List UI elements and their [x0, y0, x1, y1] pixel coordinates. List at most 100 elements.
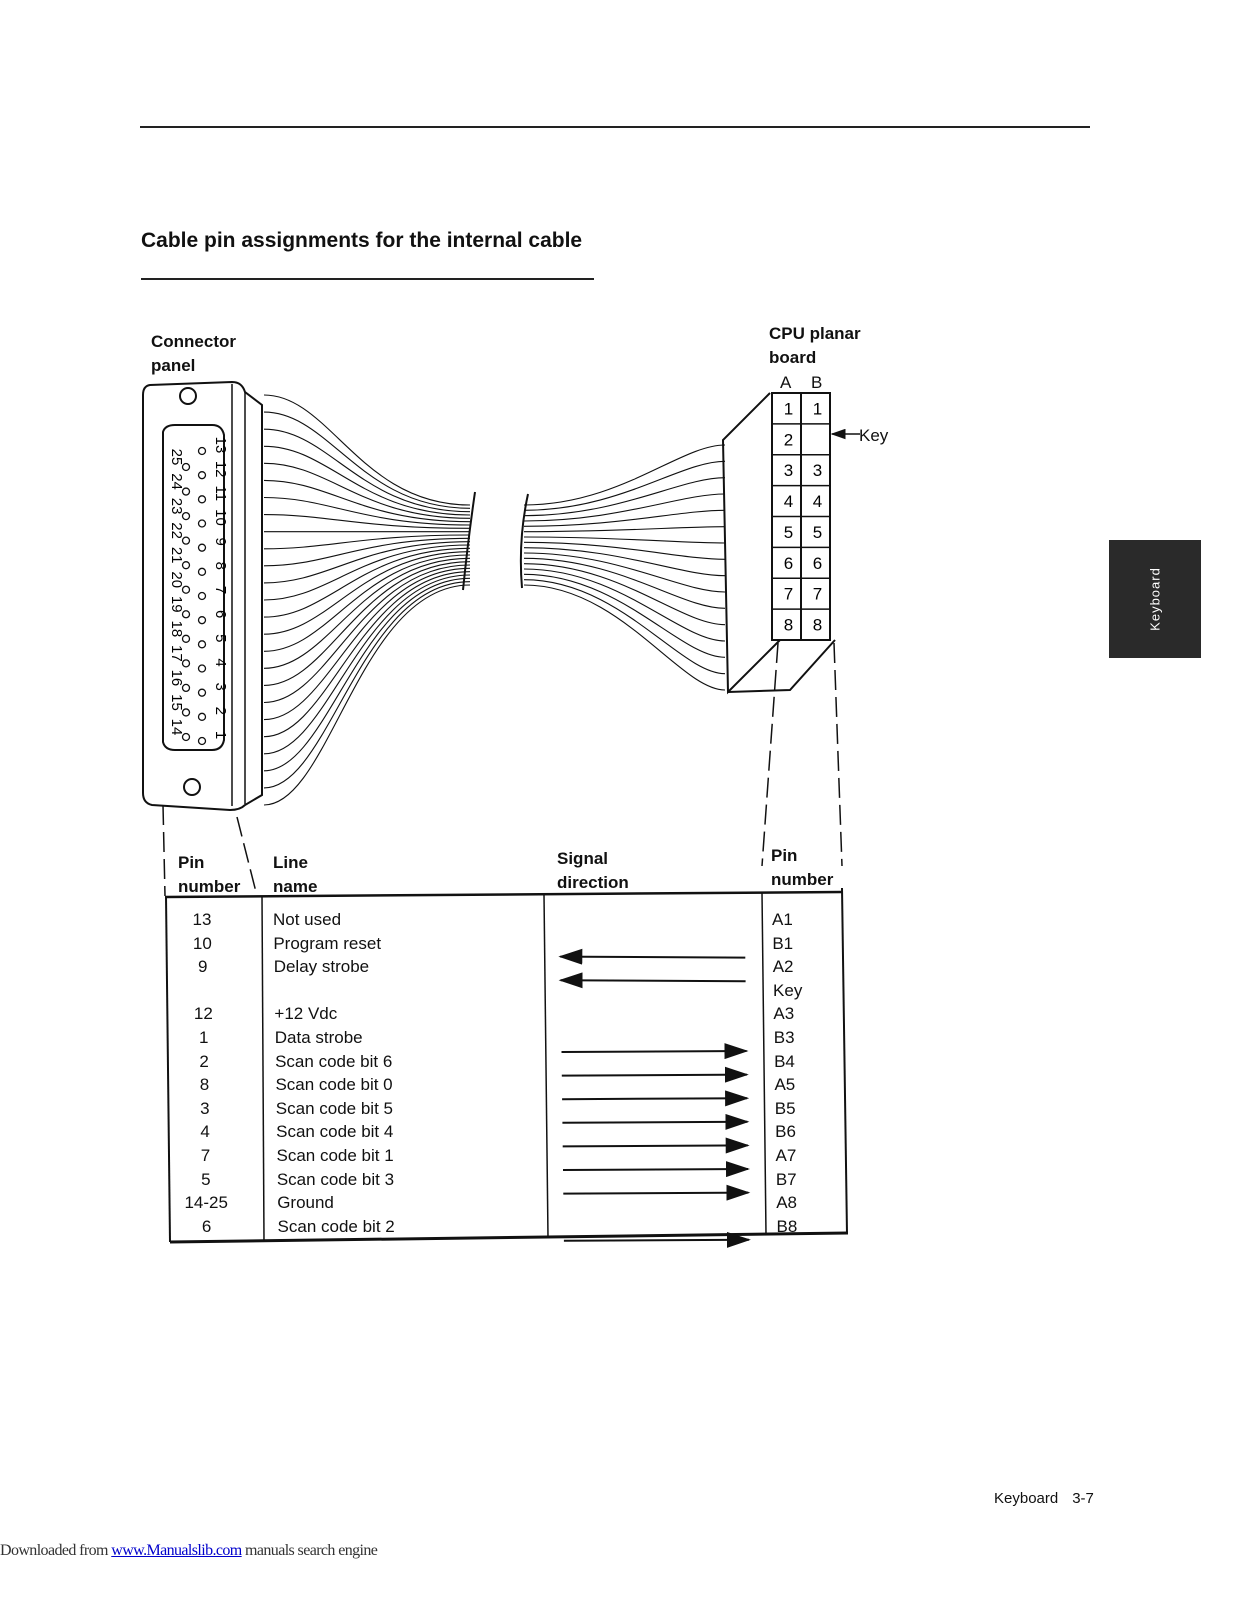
cpu-pin-label: 6 [784, 554, 793, 573]
row-pin-number: 2 [199, 1051, 209, 1071]
row-line-name: Scan code bit 6 [275, 1051, 393, 1071]
row-line-name [274, 979, 534, 1003]
cable-wire [263, 581, 471, 789]
row-line-name: +12 Vdc [274, 1004, 338, 1024]
dsub-pin-label: 8 [212, 562, 229, 570]
row-pin-number: 14-25 [184, 1193, 228, 1213]
dsub-pin-hole [197, 567, 207, 576]
dsub-pin-hole [197, 471, 207, 480]
dsub-pin-hole [181, 708, 191, 717]
cable-wire [523, 493, 726, 522]
cpu-pin-label: 8 [813, 616, 822, 635]
row-pin-number: 8 [199, 1075, 210, 1095]
cable-wire [523, 477, 726, 517]
dsub-pin-label: 12 [212, 461, 229, 478]
dsub-pin-label: 5 [212, 634, 229, 642]
manualslib-link[interactable]: www.Manualslib.com [111, 1542, 242, 1559]
row-line-name: Scan code bit 3 [276, 1169, 395, 1189]
cable-wire [523, 563, 726, 626]
mounting-hole-top [179, 387, 197, 405]
dsub-pin-label: 6 [212, 610, 229, 618]
footer-section: Keyboard [994, 1490, 1059, 1507]
cpu-pin-label: 3 [784, 461, 793, 480]
dsub-pin-label: 11 [212, 486, 229, 502]
dsub-pin-label: 10 [212, 509, 229, 526]
dsub-pin-label: 13 [212, 437, 229, 454]
footer-page-number: 3-7 [1072, 1490, 1094, 1507]
row-line-name: Delay strobe [273, 957, 370, 977]
dsub-pin-label: 14 [168, 719, 185, 736]
row-cpu-pin: A3 [773, 1004, 795, 1024]
header-signal-direction: Signal direction [557, 849, 629, 892]
cpu-pin-label: 1 [813, 399, 822, 418]
cable-wire [263, 445, 471, 516]
dsub-pin-label: 1 [212, 731, 229, 739]
page-footer: Keyboard 3-7 [994, 1490, 1094, 1507]
signal-arrow-right [561, 1066, 749, 1083]
cable-wire [263, 479, 471, 523]
dsub-pin-hole [197, 688, 207, 697]
cable-wire [263, 462, 471, 519]
dsub-pin-label: 2 [212, 707, 229, 715]
section-title: Cable pin assignments for the internal c… [141, 229, 583, 252]
row-pin-number: 9 [197, 957, 208, 977]
row-pin-number: 12 [193, 1004, 213, 1024]
row-line-name: Scan code bit 5 [275, 1098, 393, 1118]
row-cpu-pin: B7 [775, 1169, 797, 1189]
cpu-pin-label: 7 [813, 585, 822, 604]
cable-wire [263, 567, 471, 721]
header-cpu-pin-number: Pin number [771, 846, 834, 889]
cable-wire [263, 584, 471, 806]
side-tab-label: Keyboard [1147, 567, 1163, 631]
section-side-tab: Keyboard [1109, 540, 1201, 658]
key-label: Key [859, 426, 889, 445]
cable-wire [523, 579, 726, 675]
row-cpu-pin: A8 [776, 1193, 797, 1213]
signal-arrow-right [562, 1137, 750, 1154]
mounting-hole-bottom [183, 778, 201, 796]
row-cpu-pin: A5 [774, 1075, 796, 1095]
signal-arrow-right [562, 1090, 750, 1107]
dsub-pin-label: 25 [168, 449, 185, 466]
dsub-pin-label: 17 [168, 645, 185, 662]
leader-lines [162, 642, 843, 897]
dsub-pin-label: 20 [168, 571, 185, 588]
cable-wires-right [523, 444, 726, 691]
cable-wire [523, 526, 726, 533]
cable-wire [523, 444, 726, 506]
dsub-pin-hole [181, 536, 191, 545]
row-cpu-pin: B1 [772, 933, 794, 953]
row-cpu-pin: A7 [775, 1146, 797, 1165]
cpu-connector [721, 392, 836, 695]
dsub-pin-label: 18 [168, 620, 185, 637]
cpu-column-b: B [811, 373, 823, 392]
dsub-pin-hole [181, 585, 191, 594]
cpu-planar-label: CPU planar board [769, 324, 861, 367]
cable-wire [263, 541, 471, 584]
cable-wire [263, 544, 471, 601]
dsub-pin-hole [181, 487, 191, 496]
download-suffix: manuals search engine [241, 1542, 378, 1559]
row-line-name: Scan code bit 2 [277, 1216, 395, 1236]
row-line-name: Scan code bit 0 [275, 1075, 393, 1095]
row-pin-number: 7 [200, 1146, 211, 1165]
cpu-pin-label: 7 [784, 585, 793, 604]
cable-wire [523, 584, 726, 691]
row-line-name: Program reset [273, 933, 382, 953]
cpu-pin-label: 5 [784, 523, 793, 542]
row-pin-number: 6 [201, 1216, 212, 1236]
cable-wire [263, 551, 471, 635]
cable-wire [263, 557, 471, 669]
dsub-connector [142, 380, 263, 812]
dsub-pin-hole [197, 495, 207, 504]
dsub-pin-hole [181, 732, 191, 742]
dsub-pin-hole [181, 610, 191, 619]
cable-wire [523, 573, 726, 658]
cable-wire [263, 428, 471, 513]
cable-wire [263, 574, 471, 755]
cable-wire [523, 541, 726, 560]
dsub-pin-hole [197, 543, 207, 552]
dsub-pin-label: 3 [212, 682, 229, 690]
cable-wire [523, 557, 726, 609]
